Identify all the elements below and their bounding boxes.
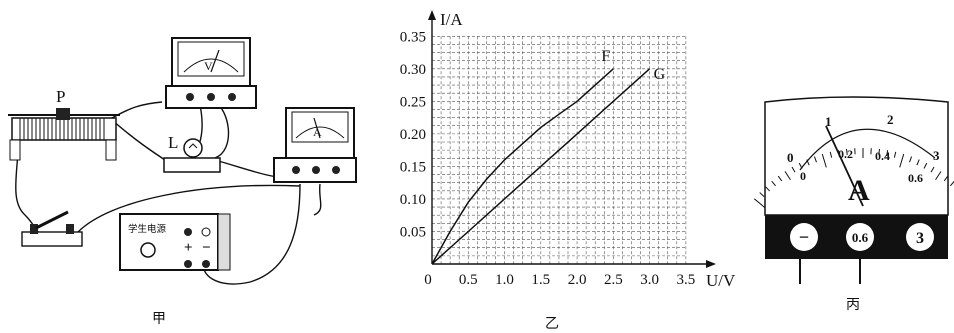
y-tick-label: 0.35 — [400, 29, 426, 45]
meter-tick — [777, 175, 783, 182]
meter-tick — [923, 162, 928, 169]
inner-scale-0: 0 — [800, 169, 806, 183]
x-tick-label: 0 — [424, 272, 432, 288]
terminal-negative — [790, 223, 818, 251]
terminal-3-label: 3 — [916, 230, 924, 247]
series-line-F — [431, 68, 614, 265]
x-tick-label: 0.5 — [459, 272, 478, 288]
meter-needle — [825, 125, 864, 207]
meter-tick — [886, 150, 889, 157]
y-axis-arrow — [428, 10, 436, 20]
meter-tick — [806, 159, 810, 166]
lamp: L — [163, 133, 221, 173]
lamp-label: L — [168, 133, 178, 152]
caption-bing: 丙 — [846, 297, 860, 313]
meter-tick — [935, 171, 942, 180]
meter-tick — [813, 156, 817, 163]
terminal-negative-label: − — [799, 227, 809, 247]
meter-tick — [791, 166, 796, 173]
terminal-0-6-label: 0.6 — [852, 230, 869, 245]
series-label-F: F — [601, 48, 610, 65]
meter-tick — [909, 156, 913, 163]
chart-grid — [432, 35, 687, 264]
meter-tick — [878, 148, 880, 155]
outer-scale-1: 1 — [825, 114, 832, 129]
meter-closeup-panel: 0 1 2 3 0 0.2 0.4 0.6 A − 0.6 3 丙 — [753, 96, 954, 313]
meter-scale-ticks — [753, 148, 954, 209]
y-axis-label: I/A — [440, 10, 463, 29]
meter-tick — [753, 198, 766, 209]
voltmeter-letter: V — [204, 59, 213, 73]
y-tick-label: 0.25 — [400, 94, 426, 110]
chart-series: FG — [431, 48, 666, 265]
meter-tick — [771, 180, 776, 187]
rheostat-slider-label: P — [56, 87, 65, 106]
terminal-0-6 — [846, 223, 874, 251]
rheostat: P — [8, 87, 120, 161]
outer-scale-2: 2 — [887, 112, 894, 127]
y-tick-label: 0.10 — [400, 192, 426, 208]
minus-sign: − — [202, 240, 211, 256]
outer-scale-0: 0 — [787, 150, 794, 165]
meter-tick — [930, 166, 935, 173]
x-axis-arrow — [706, 260, 716, 268]
x-tick-label: 2.5 — [604, 272, 623, 288]
inner-scale-02: 0.2 — [838, 147, 853, 161]
meter-tick — [916, 159, 920, 166]
meter-tick — [950, 180, 954, 187]
y-tick-label: 0.30 — [400, 62, 426, 78]
meter-tick — [893, 151, 897, 158]
power-supply: 学生电源 + − — [119, 213, 231, 271]
caption-yi: 乙 — [545, 316, 559, 332]
x-tick-label: 1.0 — [495, 272, 514, 288]
switch — [21, 210, 83, 247]
meter-letter: A — [848, 174, 870, 207]
voltmeter: V — [165, 37, 257, 109]
x-tick-label: 3.0 — [640, 272, 659, 288]
circuit-panel: P V L — [8, 37, 357, 327]
meter-tick — [784, 171, 791, 180]
chart-tick-labels: 0 0.5 1.0 1.5 2.0 2.5 3.0 3.5 0.05 0.10 0.15 0.20 0.… — [400, 29, 695, 288]
outer-scale-3: 3 — [933, 148, 940, 163]
x-tick-label: 1.5 — [531, 272, 550, 288]
chart-panel: 0 0.5 1.0 1.5 2.0 2.5 3.0 3.5 0.05 0.10 0.15 0.20 0.… — [400, 10, 736, 332]
meter-tick — [846, 148, 848, 155]
meter-tick — [829, 151, 833, 158]
ammeter-letter: A — [313, 125, 322, 139]
meter-tick — [798, 162, 803, 169]
meter-tick — [821, 153, 827, 168]
inner-scale-04: 0.4 — [875, 149, 890, 163]
plus-sign: + — [184, 240, 193, 256]
y-tick-label: 0.20 — [400, 127, 426, 143]
x-tick-label: 3.5 — [676, 272, 695, 288]
meter-tick — [899, 153, 905, 168]
meter-tick — [765, 186, 771, 192]
x-tick-label: 2.0 — [568, 272, 587, 288]
power-supply-label: 学生电源 — [128, 223, 167, 235]
meter-tick — [943, 175, 949, 182]
inner-scale-06: 0.6 — [908, 171, 923, 185]
chart-axes — [428, 10, 716, 268]
series-line-G — [431, 68, 651, 265]
terminal-3 — [906, 223, 934, 251]
x-axis-label: U/V — [706, 271, 736, 290]
ammeter: A — [273, 107, 357, 183]
series-label-G: G — [654, 66, 666, 83]
caption-jia: 甲 — [152, 311, 166, 327]
y-tick-label: 0.15 — [400, 159, 426, 175]
meter-tick — [759, 192, 765, 198]
y-tick-label: 0.05 — [400, 224, 426, 240]
